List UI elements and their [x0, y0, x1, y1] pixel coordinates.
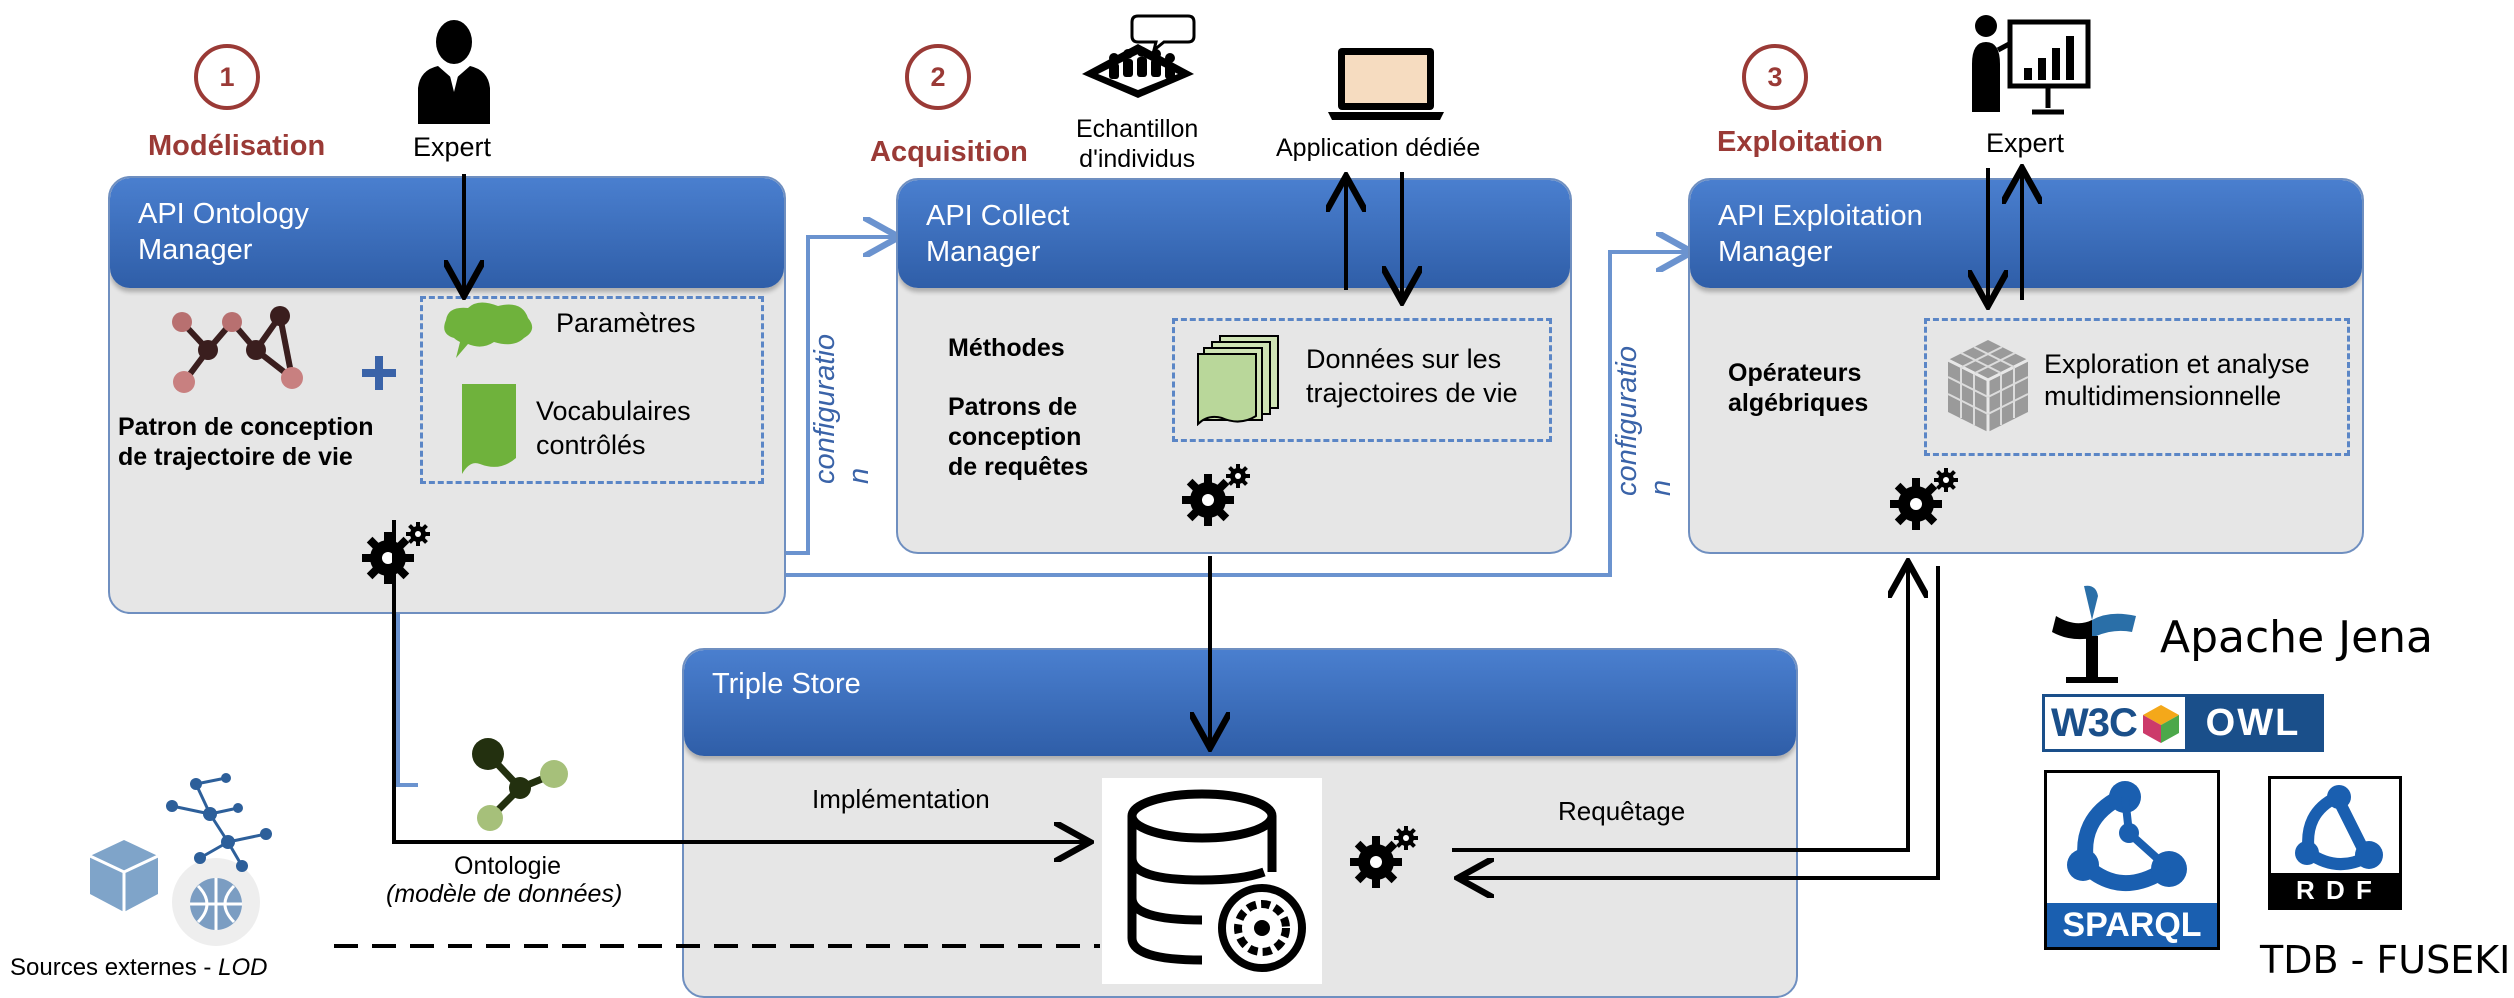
ontology-model-graph-icon: [472, 738, 568, 831]
lod-text: LOD: [218, 954, 268, 981]
sparql-text: SPARQL: [2047, 903, 2217, 947]
app-label: Application dédiée: [1276, 134, 1481, 162]
group-of-people-icon: [1082, 14, 1196, 98]
database-gear-icon: [1127, 789, 1306, 972]
rdf-graph-icon: [2295, 785, 2383, 871]
data-cube-icon: [1947, 340, 2029, 432]
step-2-title: Acquisition: [870, 136, 1028, 168]
documents-stack-icon: [1197, 335, 1279, 426]
step-3-title: Exploitation: [1717, 126, 1883, 158]
collect-manager-panel: API Collect Manager: [896, 178, 1572, 554]
ontology-manager-title: API Ontology Manager: [110, 178, 784, 288]
ontology-sublabel: (modèle de données): [386, 880, 623, 908]
multidimensional-analysis-label: Exploration et analyse multidimensionnel…: [2044, 349, 2310, 411]
laptop-icon: [1328, 48, 1444, 120]
sparql-logo: SPARQL: [2044, 770, 2220, 950]
expert-left-label: Expert: [413, 132, 492, 162]
step-2-circle: 2: [905, 44, 971, 110]
querying-label: Requêtage: [1558, 796, 1686, 826]
collect-manager-title: API Collect Manager: [898, 180, 1570, 288]
tdb-fuseki-label: TDB - FUSEKI: [2260, 938, 2511, 982]
collect-data-box: [1172, 318, 1552, 442]
expert-person-icon: [418, 20, 490, 124]
query-patterns-label: Patrons de conception de requêtes: [948, 393, 1089, 481]
parameters-label: Paramètres: [556, 308, 696, 338]
apache-jena-logo-icon: [2052, 585, 2136, 683]
gear-icon: [362, 522, 430, 584]
rdf-logo: R D F: [2268, 776, 2402, 910]
exploitation-manager-panel: API Exploitation Manager: [1688, 178, 2364, 554]
w3c-text: W3C: [2051, 701, 2138, 745]
apache-jena-label: Apache Jena: [2160, 612, 2434, 663]
configuration-label-2: configuratio n: [1611, 346, 1677, 496]
document-icon: [462, 384, 516, 474]
presenter-icon: [1972, 15, 2091, 115]
step-1-circle: 1: [194, 44, 260, 110]
rdf-text: R D F: [2271, 873, 2399, 907]
gear-icon: [1350, 826, 1418, 888]
algebraic-operators-label: Opérateurs algébriques: [1728, 359, 1869, 417]
expert-right-label: Expert: [1986, 128, 2065, 158]
external-sources-text: Sources externes -: [10, 954, 219, 981]
pattern-label: Patron de conception de trajectoire de v…: [118, 413, 374, 471]
implementation-label: Implémentation: [812, 784, 990, 814]
gear-icon: [1890, 468, 1958, 530]
sparql-graph-icon: [2067, 781, 2187, 891]
ontology-label: Ontologie: [454, 852, 562, 880]
gear-icon: [1182, 464, 1250, 526]
external-sources-label: Sources externes - LOD: [10, 954, 267, 982]
exploitation-analysis-box: [1924, 318, 2350, 456]
speech-cloud-icon: [444, 302, 533, 358]
exploitation-manager-title: API Exploitation Manager: [1690, 180, 2362, 288]
life-trajectory-data-label: Données sur les trajectoires de vie: [1306, 344, 1518, 408]
vocabularies-label: Vocabulaires contrôlés: [536, 396, 691, 460]
owl-text: OWL: [2185, 697, 2321, 749]
sample-label: Echantillon d'individus: [1076, 115, 1199, 173]
owl-cube-icon: [2143, 705, 2179, 743]
step-3-circle: 3: [1742, 44, 1808, 110]
ontology-graph-icon: [172, 306, 303, 393]
external-sources-network-icon: [89, 773, 272, 946]
w3c-owl-logo: W3C OWL: [2042, 694, 2324, 752]
triple-store-title: Triple Store: [684, 650, 1796, 756]
plus-icon: [362, 356, 396, 390]
ontology-parameters-box: [420, 296, 764, 484]
step-1-title: Modélisation: [148, 130, 326, 162]
methods-label: Méthodes: [948, 334, 1065, 362]
configuration-label-1: configuratio n: [809, 334, 875, 484]
